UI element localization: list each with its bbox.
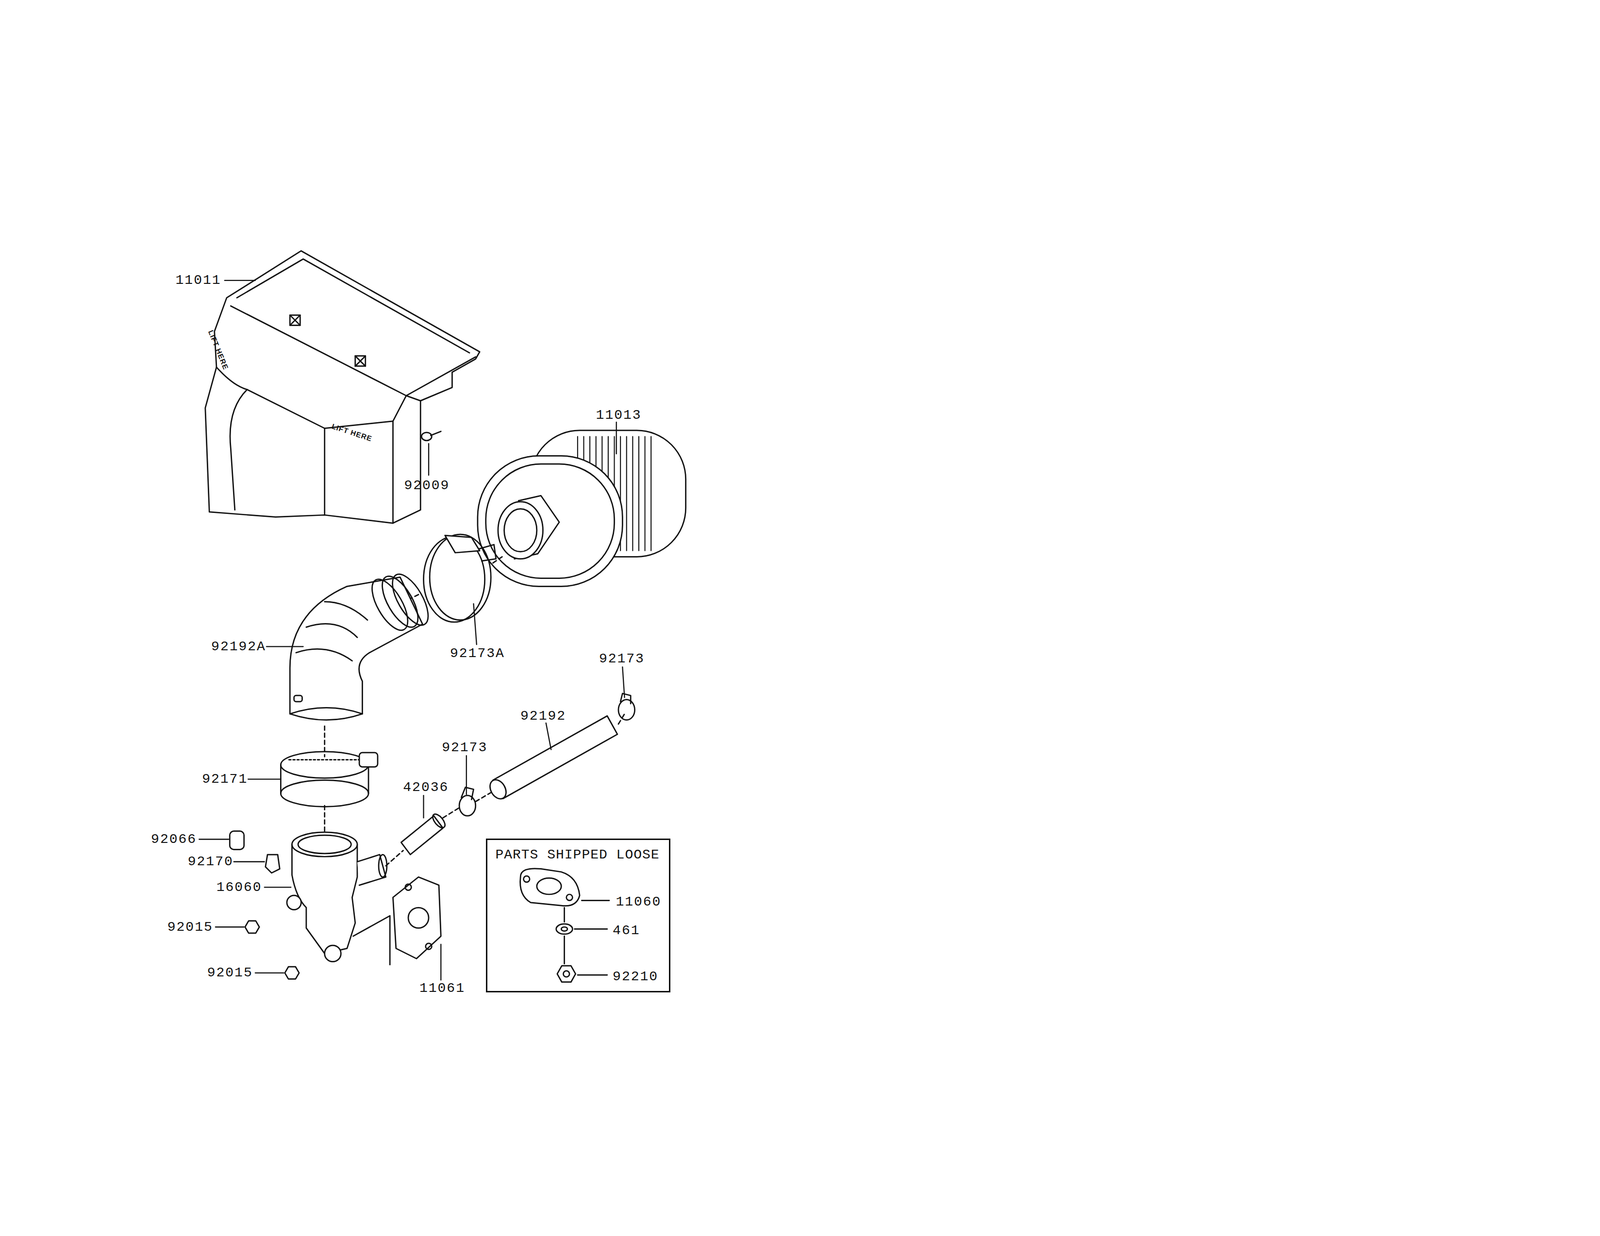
callout-number: 92173A [450,647,505,661]
small-clamp [459,787,476,817]
gasket [353,877,442,966]
callout-number: 92210 [612,970,659,984]
callout-number: 92192A [211,640,267,654]
nut [245,921,260,934]
air-cleaner-housing [205,250,480,524]
callout-number: 92009 [403,479,450,493]
intake-hose [289,568,435,721]
callout-number: 92171 [201,772,248,787]
leader-lines [199,280,625,981]
callout-number: 92170 [187,855,234,869]
callout-number: 92015 [167,920,214,935]
callout-number: 461 [612,924,640,938]
intake-joint [286,832,387,963]
hose-clamp [423,534,497,623]
callout-number: 42036 [402,781,449,795]
callout-number: 92173 [599,652,645,667]
callout-number: 16060 [216,881,263,895]
screw [421,431,441,441]
cap [229,831,244,850]
callout-number: 11013 [596,408,642,423]
callout-number: 92173 [441,741,488,755]
callout-number: 11061 [419,982,466,996]
callout-number: 92015 [207,966,253,981]
callout-number: 11011 [175,273,222,288]
box-heading: PARTS SHIPPED LOOSE [495,848,660,863]
loose-parts [520,868,610,983]
callout-number: 11060 [615,895,662,910]
nipple [400,816,443,855]
callout-number: 92192 [520,709,567,724]
small-hose [492,716,617,799]
callout-number: 92066 [150,833,197,847]
small-clamp [618,693,635,721]
parts-box: PARTS SHIPPED LOOSE 11060 461 92210 [485,838,671,993]
filter-element [477,430,686,587]
band-clamp [280,751,378,807]
clip [265,854,280,874]
nut [284,966,300,980]
